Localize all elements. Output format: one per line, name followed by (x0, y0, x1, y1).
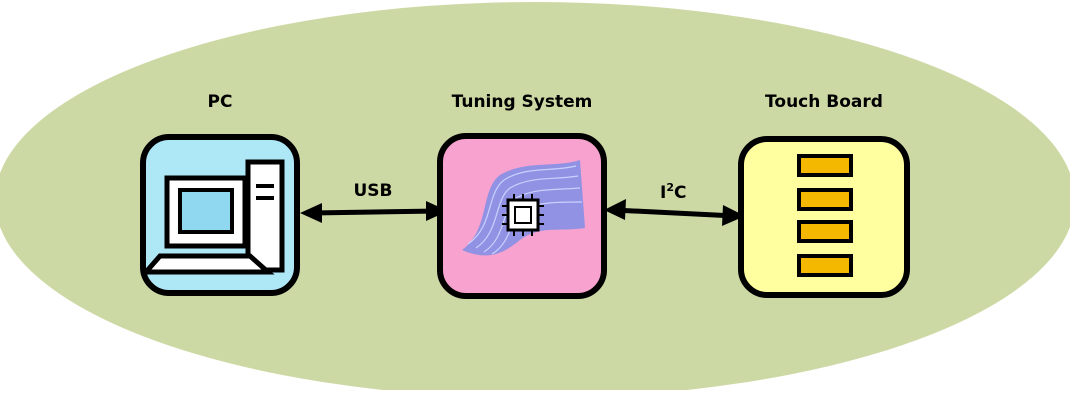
touch-key (799, 256, 851, 275)
pc-label: PC (195, 92, 245, 112)
touch-key (799, 190, 851, 209)
i2c-label: I2C (660, 181, 686, 203)
usb-label: USB (353, 181, 392, 201)
tuning-system-label: Tuning System (440, 92, 604, 112)
tuning-node (440, 136, 604, 296)
desktop-computer-icon (146, 162, 282, 272)
pc-node (143, 137, 297, 293)
touch-key (799, 222, 851, 241)
touch-board-label: Touch Board (738, 92, 910, 112)
touch-key (799, 156, 851, 175)
i2c-label-sup: 2 (666, 181, 674, 194)
touch-node (741, 139, 907, 295)
i2c-label-tail: C (674, 183, 686, 203)
